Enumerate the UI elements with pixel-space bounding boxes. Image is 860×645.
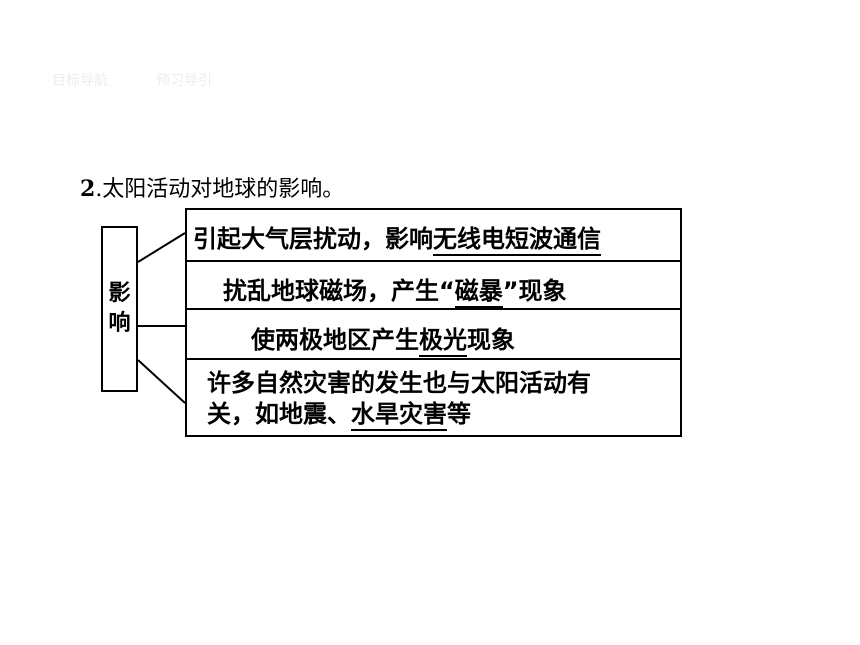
heading-text: .太阳活动对地球的影响。 bbox=[95, 177, 345, 202]
row-4-line-2: 关，如地震、 bbox=[207, 400, 351, 428]
influence-label-char-1: 影 bbox=[108, 281, 131, 306]
influence-row-4: 许多自然灾害的发生也与太阳活动有 关，如地震、水旱灾害等 bbox=[187, 358, 680, 435]
influence-label-box: 影 响 bbox=[101, 226, 138, 392]
row-2-text-end: ”现象 bbox=[502, 277, 567, 305]
row-3-keyword: 极光 bbox=[419, 326, 467, 357]
section-heading: 2.太阳活动对地球的影响。 bbox=[80, 171, 344, 203]
row-1-text: 引起大气层扰动，影响 bbox=[193, 225, 433, 253]
nav-tab-preview[interactable]: 预习导引 bbox=[156, 73, 212, 89]
influence-label-char-2: 响 bbox=[108, 311, 131, 336]
row-2-keyword: 磁暴 bbox=[454, 277, 503, 308]
influence-table: 引起大气层扰动，影响无线电短波通信 扰乱地球磁场，产生“磁暴”现象 使两极地区产… bbox=[185, 208, 682, 437]
row-4-keyword: 水旱灾害 bbox=[351, 400, 447, 431]
nav-tab-goal[interactable]: 目标导航 bbox=[52, 73, 108, 89]
influence-row-2: 扰乱地球磁场，产生“磁暴”现象 bbox=[187, 260, 680, 308]
heading-number: 2 bbox=[80, 176, 96, 202]
connector-line-1 bbox=[137, 232, 186, 263]
row-1-keyword: 无线电短波通信 bbox=[433, 225, 601, 256]
row-3-text: 使两极地区产生 bbox=[251, 326, 419, 354]
row-3-text-end: 现象 bbox=[467, 326, 515, 354]
row-2-text: 扰乱地球磁场，产生“ bbox=[223, 277, 455, 305]
influence-row-1: 引起大气层扰动，影响无线电短波通信 bbox=[187, 210, 680, 260]
influence-row-3: 使两极地区产生极光现象 bbox=[187, 308, 680, 358]
row-4-line-1: 许多自然灾害的发生也与太阳活动有 bbox=[207, 369, 591, 397]
connector-line-3 bbox=[137, 359, 186, 404]
row-4-text-end: 等 bbox=[447, 400, 471, 428]
